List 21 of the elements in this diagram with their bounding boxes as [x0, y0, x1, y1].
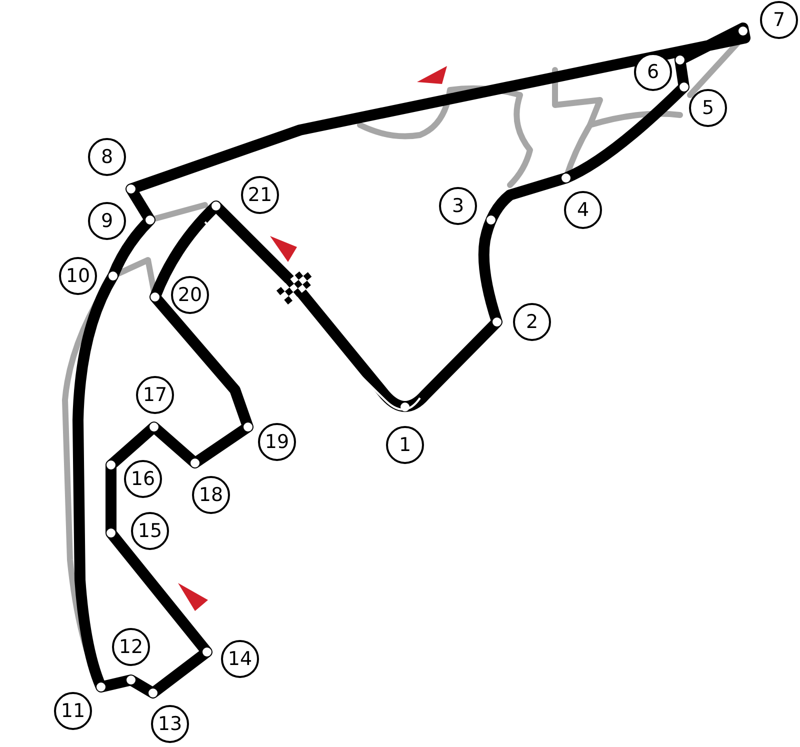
- corner-number: 16: [124, 460, 162, 498]
- corner-number: 4: [564, 191, 602, 229]
- corner-number: 10: [59, 257, 97, 295]
- corner-number: 18: [192, 476, 230, 514]
- corner-number: 8: [88, 138, 126, 176]
- corner-number: 14: [221, 640, 259, 678]
- corner-number: 9: [88, 202, 126, 240]
- corner-number: 17: [136, 376, 174, 414]
- corner-number: 21: [241, 176, 279, 214]
- corner-number: 6: [634, 53, 672, 91]
- corner-number: 3: [439, 187, 477, 225]
- corner-number: 15: [131, 512, 169, 550]
- corner-number: 1: [386, 426, 424, 464]
- corner-number: 7: [760, 1, 798, 39]
- corner-number: 13: [151, 705, 189, 743]
- corner-number: 2: [513, 303, 551, 341]
- corner-number: 12: [112, 628, 150, 666]
- corner-number: 5: [689, 89, 727, 127]
- corner-number: 11: [54, 692, 92, 730]
- corner-number: 20: [171, 276, 209, 314]
- corner-number: 19: [258, 423, 296, 461]
